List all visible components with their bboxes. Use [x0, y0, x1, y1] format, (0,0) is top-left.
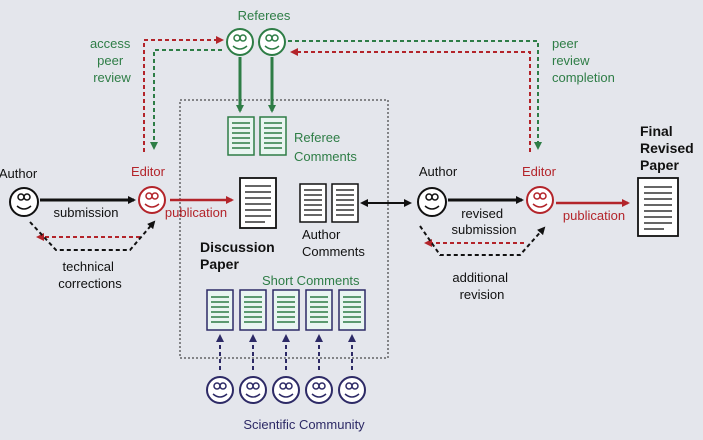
community-face-1-icon: [206, 376, 234, 404]
technical-corrections-label: technical corrections: [58, 259, 122, 291]
referee-comment-doc-2-icon: [259, 116, 287, 156]
editor-left-label: Editor: [131, 164, 166, 179]
submission-label: submission: [53, 205, 118, 220]
scientific-community-label: Scientific Community: [243, 417, 365, 432]
revised-submission-label: revised submission: [451, 206, 516, 237]
short-comment-doc-5-icon: [338, 289, 366, 331]
referee-face-1-icon: [226, 28, 254, 56]
access-peer-review-label: access peer review: [90, 36, 134, 85]
referee-comment-doc-1-icon: [227, 116, 255, 156]
author-left-face-icon: [9, 187, 39, 217]
discussion-paper-doc-icon: [239, 177, 277, 229]
editor-right-face-icon: [526, 186, 554, 214]
short-comment-doc-1-icon: [206, 289, 234, 331]
referee-face-2-icon: [258, 28, 286, 56]
referees-label: Referees: [238, 8, 291, 23]
editor-right-label: Editor: [522, 164, 557, 179]
access-peer-review-green-arrow: [150, 49, 222, 150]
publication-left-label: publication: [165, 205, 227, 220]
additional-revision-black-arrow: [419, 225, 546, 256]
author-comments-label: Author Comments: [302, 227, 365, 259]
referee-comments-label: Referee Comments: [294, 130, 357, 164]
author-comment-doc-1-icon: [299, 183, 327, 223]
short-comment-doc-2-icon: [239, 289, 267, 331]
editor-left-face-icon: [138, 186, 166, 214]
access-peer-review-red-arrow: [143, 36, 224, 152]
discussion-paper-label: Discussion Paper: [200, 239, 279, 272]
community-face-2-icon: [239, 376, 267, 404]
final-revised-paper-doc-icon: [637, 177, 679, 237]
community-face-4-icon: [305, 376, 333, 404]
final-revised-paper-label: Final Revised Paper: [640, 123, 698, 173]
author-left-label: Author: [0, 166, 38, 181]
short-comment-docs: [206, 289, 366, 331]
community-faces: [206, 376, 366, 404]
author-right-face-icon: [417, 187, 447, 217]
publication-right-label: publication: [563, 208, 625, 223]
author-right-label: Author: [419, 164, 458, 179]
discussion-area-box: [179, 99, 389, 359]
additional-revision-label: additional revision: [452, 270, 511, 302]
author-comment-doc-2-icon: [331, 183, 359, 223]
peer-review-completion-label: peer review completion: [552, 36, 615, 85]
community-face-3-icon: [272, 376, 300, 404]
community-arrows: [216, 334, 356, 370]
community-face-5-icon: [338, 376, 366, 404]
peer-review-completion-red-arrow: [290, 48, 531, 152]
short-comment-doc-4-icon: [305, 289, 333, 331]
short-comments-label: Short Comments: [262, 273, 360, 288]
short-comment-doc-3-icon: [272, 289, 300, 331]
